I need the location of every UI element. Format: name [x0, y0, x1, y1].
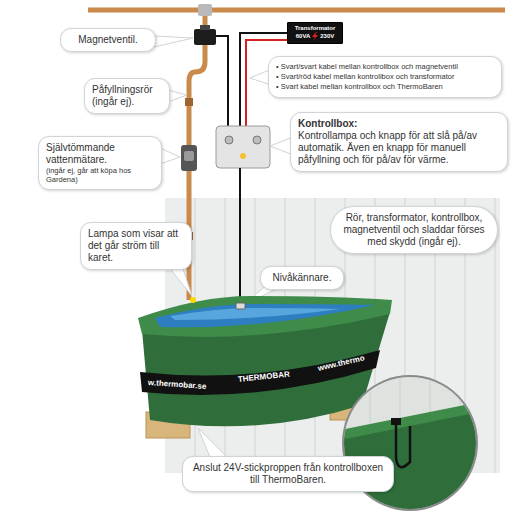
- control-button: [253, 136, 261, 144]
- node-subtext: Kontrollampa och knapp för att slå på/av…: [298, 130, 500, 166]
- node-subtext: (ingår ej, går att köpa hos Gardena): [46, 166, 154, 184]
- control-button: [225, 136, 233, 144]
- node-text: Lampa som visar att det går ström till k…: [88, 228, 184, 264]
- node-text: Påfyllningsrör (ingår ej).: [92, 84, 162, 108]
- tub-water: [155, 304, 375, 327]
- node-text: • Svart/svart kabel mellan kontrollbox o…: [276, 62, 494, 71]
- callout-bubble: Självtömmande vattenmätare.(ingår ej, gå…: [38, 136, 162, 190]
- t-fitting: [198, 4, 212, 16]
- control-box: [216, 126, 270, 168]
- callout-bubble: • Svart/svart kabel mellan kontrollbox o…: [268, 56, 502, 98]
- node-text: Självtömmande vattenmätare.: [46, 142, 154, 166]
- callout-bubble: Nivåkännare.: [260, 266, 344, 290]
- node-text: Anslut 24V-stickproppen från kontrollbox…: [190, 462, 386, 486]
- water-highlight: [170, 308, 340, 320]
- callout-tail: [168, 266, 192, 296]
- node-text: Rör, transformator, kontrollbox, magnetv…: [338, 212, 490, 248]
- water-meter-dial: [184, 151, 194, 161]
- valve-wire: [216, 36, 228, 126]
- level-sensor: [236, 303, 245, 309]
- node-subtext: 230V: [320, 33, 334, 40]
- plug-cable: [396, 424, 410, 467]
- node-subtext: • Svart kabel mellan kontrollbox och The…: [276, 82, 494, 91]
- plug: [391, 418, 401, 425]
- callout-bubble: Påfyllningsrör (ingår ej).: [84, 78, 170, 114]
- lightning-bolt: [312, 32, 318, 41]
- valve-coil-top: [200, 25, 210, 30]
- callout-tail: [168, 90, 187, 102]
- node-subtext: 60VA: [296, 33, 311, 40]
- node-subtext: • Svart/röd kabel mellan kontrollbox och…: [276, 72, 494, 81]
- control-lamp: [240, 153, 246, 159]
- inset-detail: [340, 373, 480, 516]
- pipe-coupling: [185, 98, 193, 106]
- node-text: Magnetventil.: [68, 34, 148, 46]
- callout-bubble: Lampa som visar att det går ström till k…: [80, 222, 192, 270]
- node-text: Nivåkännare.: [268, 272, 336, 284]
- node-text: Transformator: [290, 25, 340, 32]
- transformer-box: Transformator60VA 230V: [287, 22, 343, 44]
- water-meter: [181, 145, 197, 171]
- callout-bubble: Kontrollbox:Kontrollampa och knapp för a…: [290, 112, 508, 172]
- sensor-wire: [239, 168, 241, 306]
- tub-rim: [138, 296, 392, 337]
- node-text: Kontrollbox:: [298, 118, 500, 130]
- tub-band: [140, 350, 380, 395]
- power-lamp: [190, 297, 196, 303]
- callout-bubble: Magnetventil.: [60, 28, 156, 52]
- solenoid-valve: [194, 29, 216, 45]
- ceiling-pipe: [88, 8, 505, 13]
- callout-tail: [160, 148, 180, 164]
- callout-bubble: Anslut 24V-stickproppen från kontrollbox…: [182, 456, 394, 492]
- callout-tail: [154, 36, 193, 47]
- transformer-rating-row: 60VA 230V: [290, 32, 340, 41]
- lightning-symbol: [312, 32, 318, 41]
- callout-bubble: Rör, transformator, kontrollbox, magnetv…: [330, 206, 498, 254]
